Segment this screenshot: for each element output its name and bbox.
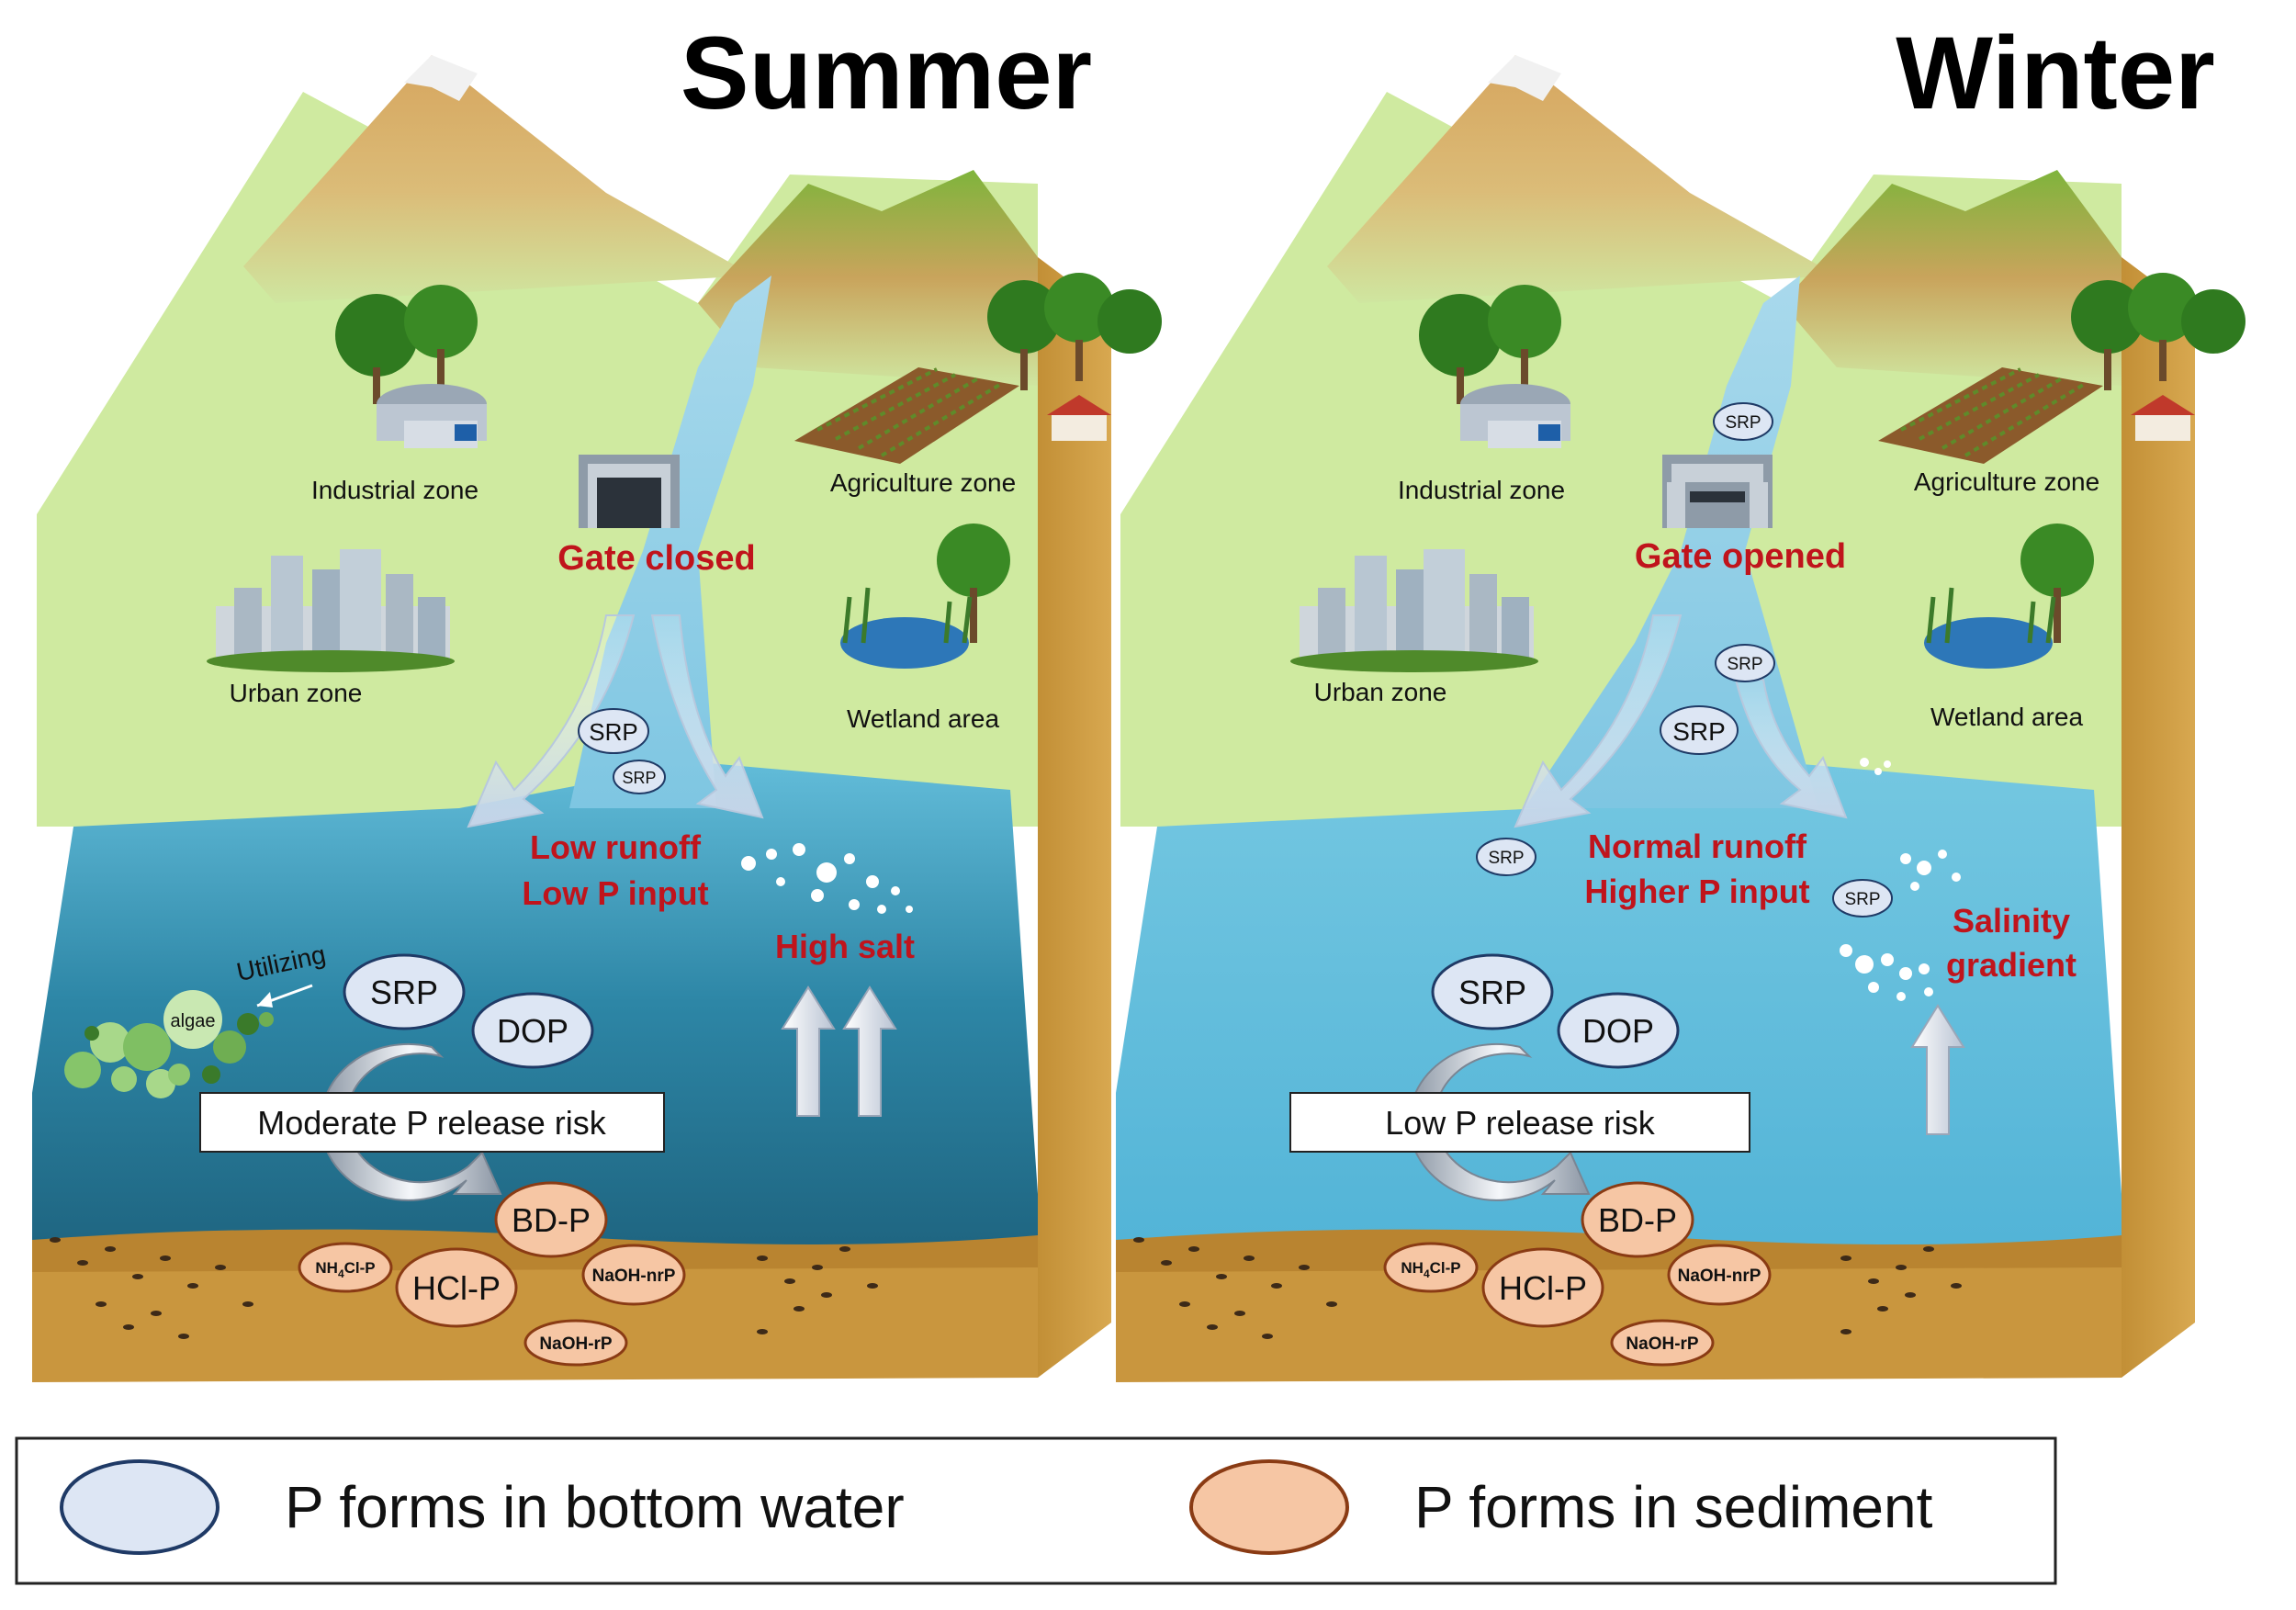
srp-small-bubble bbox=[613, 760, 666, 794]
agriculture-zone-icon bbox=[794, 273, 1162, 464]
naoh-nrp-label: NaOH-nrP bbox=[1678, 1267, 1761, 1286]
urban-zone-label: Urban zone bbox=[1314, 678, 1447, 706]
legend: P forms in bottom water P forms in sedim… bbox=[15, 1436, 2057, 1585]
season-title: Winter bbox=[1896, 16, 2214, 130]
srp-small-bubble-label: SRP bbox=[1725, 413, 1761, 433]
srp-ellipse-label: SRP bbox=[1458, 974, 1526, 1011]
industrial-zone-label: Industrial zone bbox=[1398, 476, 1565, 504]
srp-small-bubble-label: SRP bbox=[1844, 890, 1880, 909]
gate-opened-icon bbox=[1662, 455, 1773, 528]
bdp-label: BD-P bbox=[1598, 1201, 1677, 1239]
p-input-label: Low P input bbox=[522, 874, 708, 912]
algae-cluster bbox=[64, 990, 274, 1098]
agriculture-zone-icon bbox=[1878, 273, 2245, 464]
risk-label: Moderate P release risk bbox=[257, 1104, 607, 1142]
flow-arrow-left bbox=[467, 614, 636, 828]
risk-box bbox=[199, 1092, 665, 1153]
naoh-rp-ellipse bbox=[1610, 1319, 1715, 1367]
salt-bubbles bbox=[741, 843, 913, 914]
flow-arrow-right bbox=[1734, 679, 1848, 819]
legend-sediment-label: P forms in sediment bbox=[1414, 1474, 1933, 1540]
dop-ellipse-label: DOP bbox=[1582, 1012, 1654, 1050]
nh4clp-label: NH4Cl-P bbox=[315, 1259, 375, 1280]
salt-label: Salinity bbox=[1953, 902, 2070, 940]
sediment-grains bbox=[50, 1237, 878, 1339]
naoh-rp-label: NaOH-rP bbox=[1626, 1334, 1699, 1354]
hclp-ellipse bbox=[395, 1247, 518, 1328]
industrial-zone-icon bbox=[335, 285, 487, 448]
bdp-label: BD-P bbox=[512, 1201, 591, 1239]
sediment-grains bbox=[1133, 1237, 1962, 1339]
agriculture-zone-label: Agriculture zone bbox=[830, 468, 1016, 497]
salinity-up-arrow bbox=[1910, 1004, 1965, 1135]
salt-bubbles bbox=[1840, 758, 1961, 1001]
algae-label: algae bbox=[171, 1011, 216, 1031]
salt-label-line2: gradient bbox=[1946, 946, 2077, 984]
dop-ellipse bbox=[1557, 992, 1680, 1069]
naoh-nrp-ellipse bbox=[581, 1244, 686, 1306]
gate-status-label: Gate opened bbox=[1635, 537, 1846, 576]
season-title: Summer bbox=[681, 16, 1092, 130]
srp-small-bubble bbox=[1715, 644, 1775, 682]
gate-closed-icon bbox=[579, 455, 680, 528]
srp-bubble bbox=[1660, 705, 1739, 755]
srp-small-bubble-label: SRP bbox=[1727, 655, 1762, 674]
srp-ellipse bbox=[343, 953, 466, 1030]
naoh-nrp-ellipse bbox=[1667, 1244, 1772, 1306]
legend-water-swatch bbox=[60, 1459, 219, 1555]
legend-box bbox=[15, 1436, 2057, 1585]
wetland-area-label: Wetland area bbox=[1930, 703, 2083, 731]
urban-zone-icon bbox=[207, 549, 455, 672]
dop-ellipse-label: DOP bbox=[497, 1012, 568, 1050]
urban-zone-icon bbox=[1290, 549, 1538, 672]
srp-small-bubble-label: SRP bbox=[622, 769, 656, 787]
summer-panel: Industrial zone Urban zone Agriculture z… bbox=[32, 16, 1162, 1382]
legend-sediment-swatch bbox=[1189, 1459, 1349, 1555]
p-input-label: Higher P input bbox=[1584, 873, 1809, 910]
naoh-rp-ellipse bbox=[523, 1319, 628, 1367]
wetland-area-label: Wetland area bbox=[847, 704, 999, 733]
dop-ellipse bbox=[471, 992, 594, 1069]
naoh-nrp-label: NaOH-nrP bbox=[592, 1267, 676, 1286]
srp-small-bubble bbox=[1476, 838, 1536, 876]
industrial-zone-icon bbox=[1419, 285, 1570, 448]
urban-zone-label: Urban zone bbox=[230, 679, 363, 707]
nh4clp-ellipse bbox=[298, 1242, 393, 1293]
legend-water-label: P forms in bottom water bbox=[285, 1474, 905, 1540]
bdp-ellipse bbox=[1581, 1181, 1694, 1258]
srp-bubble bbox=[578, 708, 649, 754]
risk-label: Low P release risk bbox=[1385, 1104, 1655, 1142]
hclp-label: HCl-P bbox=[412, 1269, 501, 1307]
srp-small-bubble bbox=[1713, 402, 1773, 441]
industrial-zone-label: Industrial zone bbox=[311, 476, 478, 504]
wetland-area-icon bbox=[1924, 524, 2094, 669]
runoff-label: Low runoff bbox=[530, 828, 702, 866]
flow-arrow-left bbox=[1514, 614, 1683, 828]
srp-ellipse-label: SRP bbox=[370, 974, 438, 1011]
nh4clp-ellipse bbox=[1383, 1242, 1479, 1293]
risk-box bbox=[1289, 1092, 1750, 1153]
runoff-label: Normal runoff bbox=[1588, 828, 1807, 865]
salinity-up-arrow bbox=[781, 985, 836, 1117]
hclp-label: HCl-P bbox=[1499, 1269, 1587, 1307]
srp-ellipse bbox=[1431, 953, 1554, 1030]
nh4clp-label: NH4Cl-P bbox=[1401, 1259, 1460, 1280]
agriculture-zone-label: Agriculture zone bbox=[1914, 467, 2099, 496]
wetland-area-icon bbox=[840, 524, 1010, 669]
salinity-up-arrow bbox=[842, 985, 897, 1117]
hclp-ellipse bbox=[1481, 1247, 1604, 1328]
naoh-rp-label: NaOH-rP bbox=[539, 1334, 613, 1354]
gate-status-label: Gate closed bbox=[557, 539, 755, 578]
bdp-ellipse bbox=[494, 1181, 608, 1258]
salt-label: High salt bbox=[775, 928, 915, 965]
winter-panel: Industrial zone Urban zone Agriculture z… bbox=[1116, 16, 2245, 1382]
srp-bubble-label: SRP bbox=[589, 718, 637, 746]
srp-small-bubble-label: SRP bbox=[1488, 849, 1524, 868]
srp-small-bubble bbox=[1832, 879, 1893, 918]
srp-bubble-label: SRP bbox=[1672, 717, 1726, 746]
flow-arrow-right bbox=[650, 614, 764, 819]
